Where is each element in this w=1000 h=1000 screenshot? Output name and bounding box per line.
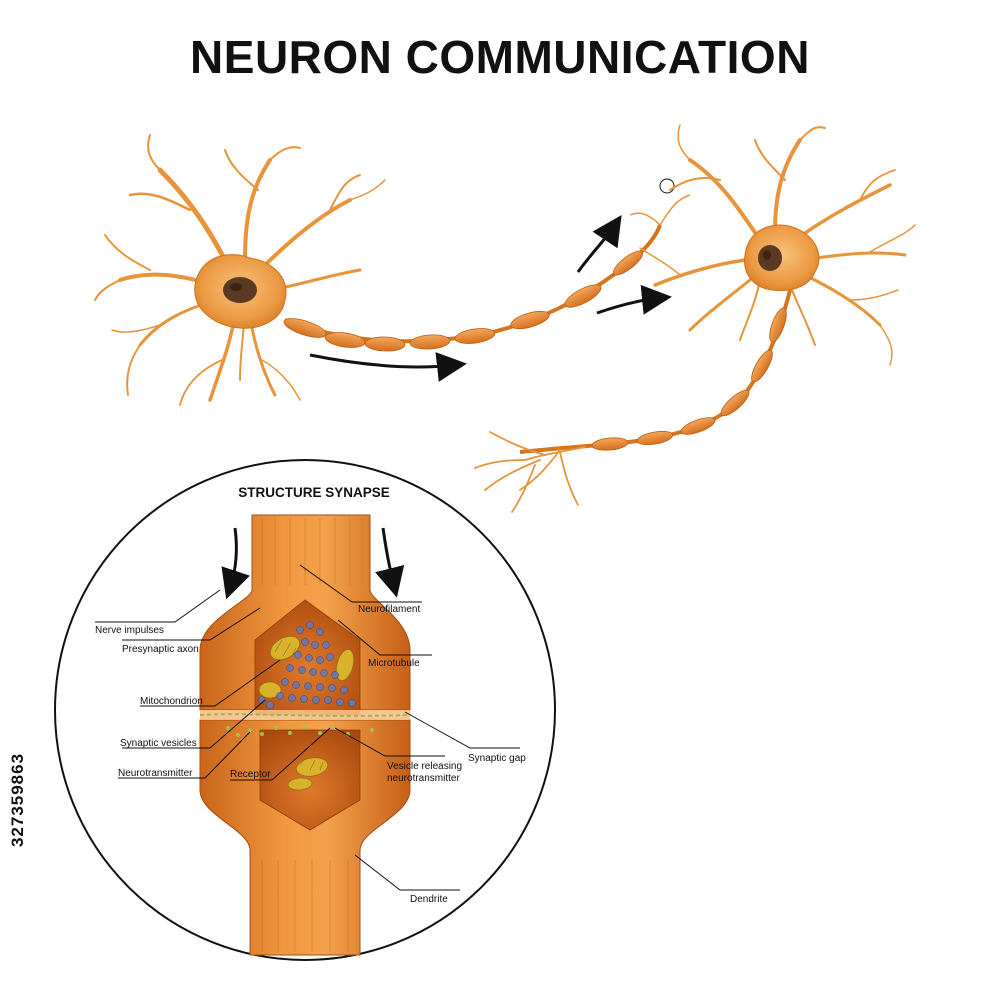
label-neurotransmitter: Neurotransmitter (118, 768, 193, 779)
label-mitochondrion: Mitochondrion (140, 696, 203, 707)
synapse-heading: STRUCTURE SYNAPSE (238, 485, 390, 500)
synapse-arrow-right (375, 527, 405, 598)
diagram-title: NEURON COMMUNICATION (190, 31, 810, 83)
right-neuron (639, 124, 916, 366)
right-myelin-sheath (591, 307, 787, 451)
arrow-terminal (576, 215, 622, 273)
left-neuron (94, 134, 386, 406)
synapse-arrows (221, 527, 405, 600)
label-vesicle-releasing-1: Vesicle releasing (387, 761, 462, 772)
synaptic-vesicles (258, 621, 356, 709)
left-nucleus (223, 277, 257, 303)
impulse-arrows (309, 215, 672, 382)
synapse-arrow-left (221, 527, 250, 600)
label-vesicle-releasing-2: neurotransmitter (387, 773, 460, 784)
label-nerve-impulses: Nerve impulses (95, 625, 164, 636)
synapse-labels: Nerve impulses Presynaptic axon Mitochon… (95, 604, 526, 905)
label-synaptic-vesicles: Synaptic vesicles (120, 738, 197, 749)
left-axon (283, 178, 691, 352)
right-axon (474, 289, 792, 513)
left-axon-terminal (629, 178, 691, 226)
label-microtubule: Microtubule (368, 658, 420, 669)
mitochondria (258, 635, 355, 791)
left-myelin-sheath (283, 250, 644, 352)
label-presynaptic-axon: Presynaptic axon (122, 644, 199, 655)
label-dendrite: Dendrite (410, 894, 448, 905)
right-axon-terminal (474, 431, 586, 513)
label-receptor: Receptor (230, 769, 271, 780)
synapse-structure (199, 514, 411, 956)
arrow-dendrite (596, 284, 672, 315)
left-dendrites (94, 134, 386, 406)
leader-lines (95, 564, 520, 891)
arrow-axon (309, 352, 467, 382)
label-synaptic-gap: Synaptic gap (468, 753, 526, 764)
label-neurofilament: Neurofilament (358, 604, 420, 615)
